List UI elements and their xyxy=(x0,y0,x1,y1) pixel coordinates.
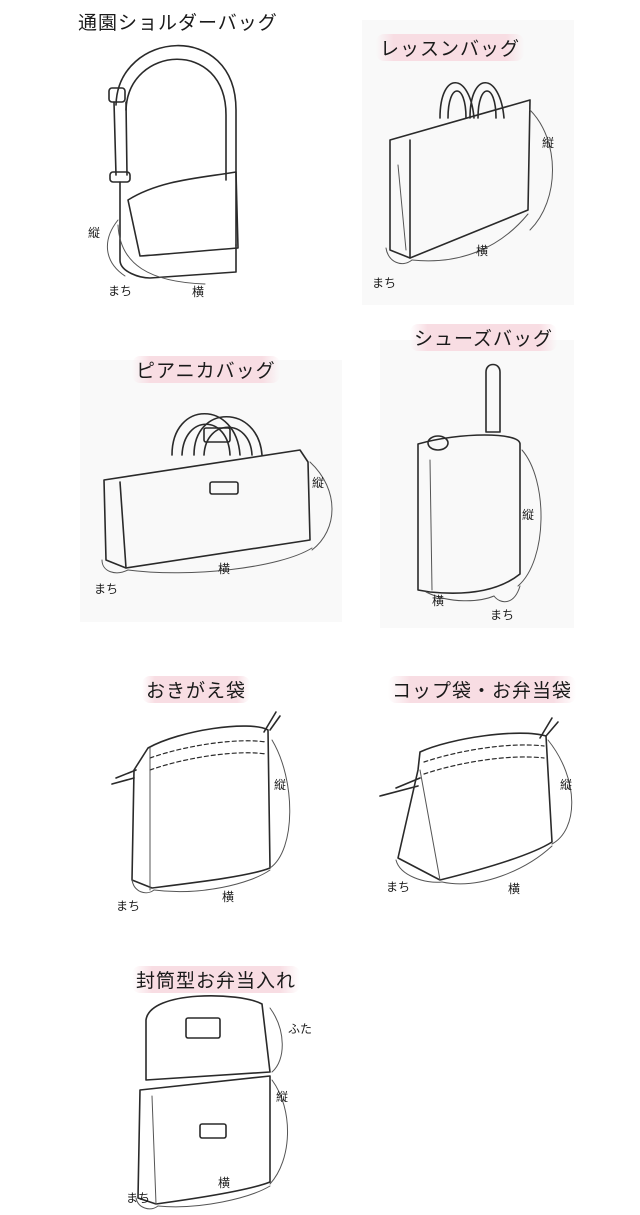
label-tate: 縦 xyxy=(88,226,101,240)
pianica-bag-drawing xyxy=(101,412,333,574)
panel-lesson-bag xyxy=(362,20,574,305)
label-machi: まち xyxy=(386,880,411,894)
lesson-bag-drawing xyxy=(385,81,553,264)
label-futa: ふた xyxy=(288,1022,313,1036)
label-tate: 縦 xyxy=(560,778,573,792)
label-tate: 縦 xyxy=(274,778,287,792)
label-machi: まち xyxy=(126,1191,151,1205)
label-tate: 縦 xyxy=(542,136,555,150)
label-machi: まち xyxy=(116,899,141,913)
shoulder-bag-drawing xyxy=(106,44,239,285)
label-yoko: 横 xyxy=(218,562,231,576)
title-envelope-bento-case: 封筒型お弁当入れ xyxy=(132,966,301,993)
label-yoko: 横 xyxy=(222,890,235,904)
title-pianica-bag: ピアニカバッグ xyxy=(132,356,280,383)
label-yoko: 横 xyxy=(508,882,521,896)
panel-pianica-bag xyxy=(80,360,342,622)
label-machi: まち xyxy=(490,608,515,622)
title-shoulder-bag: 通園ショルダーバッグ xyxy=(78,12,278,34)
panel-shoes-bag xyxy=(380,340,574,628)
title-lesson-bag: レッスンバッグ xyxy=(376,34,525,61)
title-okigae-bag: おきがえ袋 xyxy=(142,676,251,703)
shoes-bag-drawing xyxy=(417,363,542,603)
label-yoko: 横 xyxy=(192,285,205,299)
okigae-bag-drawing xyxy=(111,711,291,894)
label-tate: 縦 xyxy=(312,476,325,490)
label-yoko: 横 xyxy=(218,1176,231,1190)
label-tate: 縦 xyxy=(276,1090,289,1104)
label-machi: まち xyxy=(372,276,397,290)
label-machi: まち xyxy=(94,582,119,596)
title-shoes-bag: シューズバッグ xyxy=(410,324,558,351)
label-yoko: 横 xyxy=(432,594,445,608)
label-tate: 縦 xyxy=(522,508,535,522)
envelope-bento-case-drawing xyxy=(135,995,288,1210)
title-cup-bento-bag: コップ袋・お弁当袋 xyxy=(388,676,577,703)
label-machi: まち xyxy=(108,284,133,298)
label-yoko: 横 xyxy=(476,244,489,258)
cup-bento-bag-drawing xyxy=(379,717,573,885)
